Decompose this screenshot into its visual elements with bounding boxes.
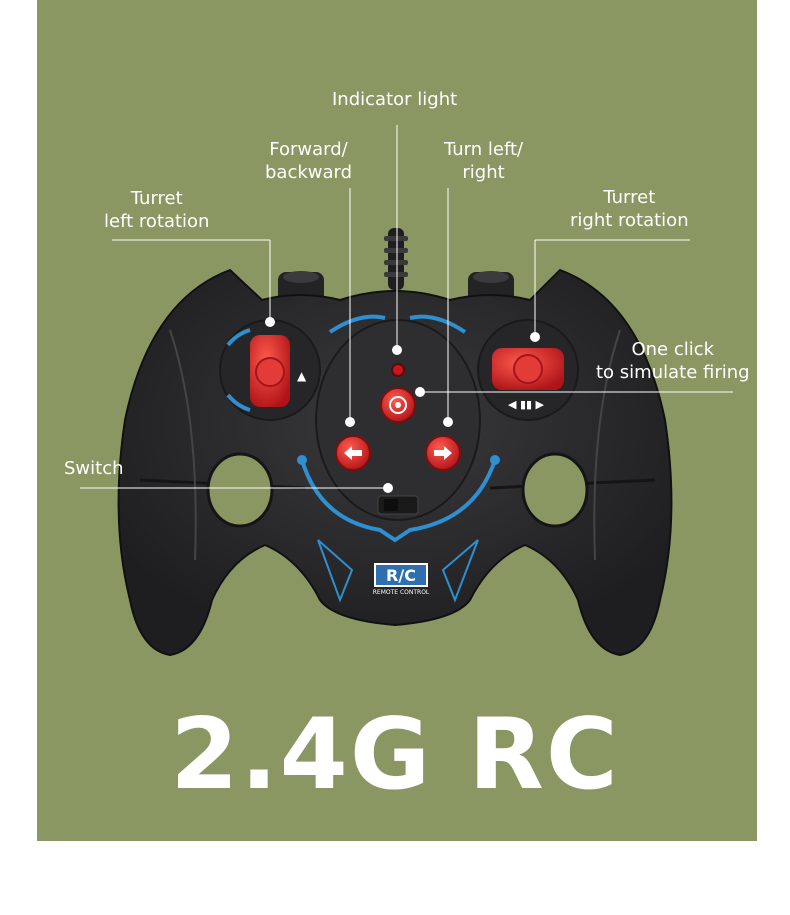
svg-text:▲: ▲ <box>297 369 307 383</box>
turret-left-wheel: ▲ <box>219 319 321 421</box>
callout-turn-left-right: Turn left/ right <box>444 139 524 183</box>
product-title: 2.4G RC <box>170 698 620 812</box>
callout-indicator-light: Indicator light <box>332 89 458 110</box>
turret-right-wheel: ◀ ▮▮ ▶ <box>477 319 579 421</box>
callout-forward-backward: Forward/ backward <box>265 139 353 183</box>
rc-logo: R/C REMOTE CONTROL <box>373 563 430 596</box>
antenna <box>384 228 408 290</box>
grip-hole-right <box>521 452 589 528</box>
svg-text:◀ ▮▮ ▶: ◀ ▮▮ ▶ <box>508 398 545 411</box>
indicator-led <box>391 363 405 377</box>
power-switch <box>377 495 419 515</box>
callout-dots <box>265 317 540 493</box>
rc-logo-text: R/C <box>386 566 416 585</box>
fire-button <box>380 387 416 423</box>
blue-trim <box>297 314 500 603</box>
callout-lines <box>80 125 733 489</box>
rc-logo-subtext: REMOTE CONTROL <box>373 589 430 596</box>
left-arrow-button <box>335 435 371 471</box>
callout-fire: One click to simulate firing <box>596 339 750 383</box>
grip-hole-left <box>206 452 274 528</box>
callout-turret-right-rotation: Turret right rotation <box>570 187 689 231</box>
callout-turret-left-rotation: Turret left rotation <box>104 188 210 232</box>
right-arrow-button <box>425 435 461 471</box>
callout-switch: Switch <box>64 458 124 479</box>
